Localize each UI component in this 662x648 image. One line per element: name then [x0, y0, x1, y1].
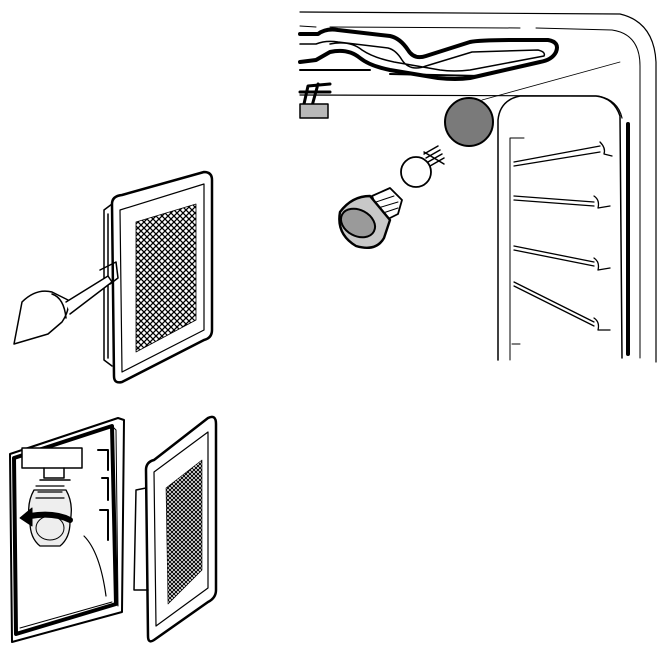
lamp-bulb	[400, 145, 445, 188]
screwdriver-tip	[99, 261, 119, 285]
grill-element	[298, 27, 559, 81]
shelf-runner-2	[513, 195, 611, 209]
removed-grille-inner	[153, 431, 209, 627]
shelf-runner-4	[513, 281, 611, 331]
lamp-socket-cover	[444, 97, 494, 147]
inner-wall-detail	[97, 449, 109, 541]
bulb-replacement-panel	[9, 415, 218, 643]
lamp-glass-cover	[338, 187, 403, 249]
screwdriver-handle-end	[51, 293, 67, 319]
oven-ceiling-corner	[611, 29, 641, 359]
shelf-runners	[513, 141, 613, 331]
grille-removal-panel	[13, 170, 214, 384]
lamp-socket	[21, 447, 83, 469]
grille-side-edge	[103, 203, 113, 367]
shelf-runner-3	[513, 245, 611, 271]
shelf-runner-1	[513, 141, 613, 167]
wall-opening-lip	[19, 425, 119, 629]
oven-interior-panel	[298, 11, 657, 363]
oven-back-wall-diagonal	[481, 61, 621, 101]
grill-element-inner	[299, 40, 546, 72]
glass-cover-threads	[35, 485, 65, 499]
oven-cavity-outline	[299, 11, 657, 363]
oven-ceiling-back-edge	[299, 25, 613, 31]
removed-grille-clip	[133, 487, 149, 591]
oven-side-panel	[497, 95, 623, 361]
rotation-arrowhead	[19, 507, 33, 527]
grille-frame-inner	[119, 183, 205, 373]
lamp-socket-detail	[39, 467, 71, 481]
oven-side-panel-edge	[509, 137, 525, 361]
grill-element-rod	[299, 69, 481, 77]
rotation-arrow-icon	[27, 511, 73, 523]
grill-element-terminal	[298, 82, 332, 108]
grille-mesh	[135, 203, 197, 353]
removed-grille-mesh	[165, 459, 203, 605]
screwdriver-shaft	[65, 275, 113, 315]
wall-opening-inner	[12, 424, 118, 636]
grill-mount-bracket	[299, 103, 329, 119]
inner-wall-curve	[83, 535, 107, 597]
